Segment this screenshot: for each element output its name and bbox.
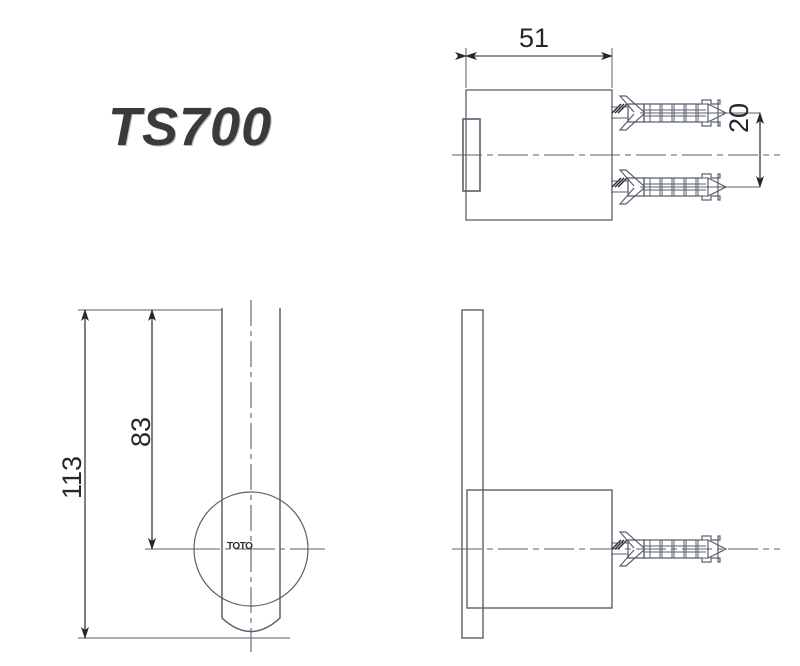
screw-thread-upper (611, 103, 628, 114)
anchor-upper (611, 95, 760, 131)
anchor-fin-side-1 (618, 531, 645, 549)
anchor-side (611, 531, 728, 567)
anchor-fin-upper-2 (618, 113, 645, 131)
dimension-label-anchor-spacing: 20 (724, 102, 754, 133)
side-view-arm (461, 309, 484, 639)
anchor-fin-lower-2 (618, 187, 645, 205)
model-title: TS700 (108, 97, 273, 157)
dimension-label-overall-height: 113 (57, 455, 87, 499)
dimension-label-center-height: 83 (126, 416, 156, 447)
anchor-body-lower (643, 173, 721, 201)
dimension-label-width: 51 (519, 23, 550, 53)
anchor-body-side (643, 535, 721, 563)
side-view-group (452, 309, 780, 639)
anchor-tip-side (707, 539, 728, 559)
front-view-group (78, 300, 325, 652)
screw-thread-side (611, 539, 628, 550)
anchor-fin-side-2 (618, 549, 645, 567)
anchor-lower (611, 169, 760, 205)
anchor-body-upper (643, 99, 721, 127)
brand-logo-text: TOTO (227, 541, 253, 552)
anchor-fin-lower-1 (618, 169, 645, 187)
screw-thread-lower (611, 177, 628, 188)
anchor-fin-upper-1 (618, 95, 645, 113)
top-view-group (452, 48, 780, 221)
